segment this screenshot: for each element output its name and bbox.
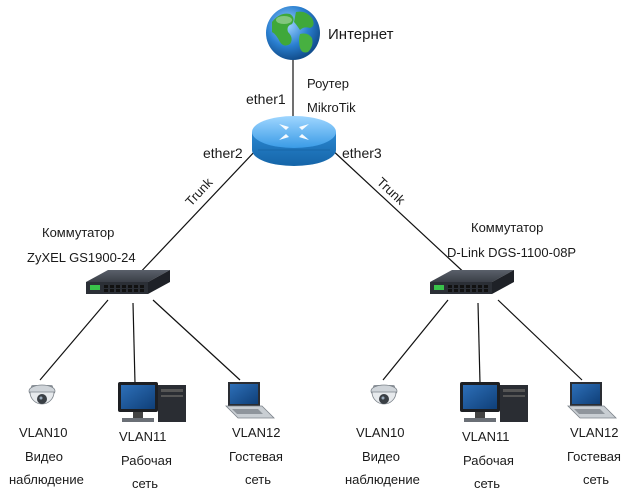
links xyxy=(39,60,583,384)
link-right-switch-laptop xyxy=(497,299,583,381)
right-vlan12-line1: Гостевая xyxy=(567,449,621,464)
trunk-label-right: Trunk xyxy=(374,174,409,208)
port-ether2: ether2 xyxy=(203,145,243,161)
right-vlan11-line1: Рабочая xyxy=(463,453,514,468)
left-vlan12-label: VLAN12 xyxy=(232,425,280,440)
right-switch-label-line2: D-Link DGS-1100-08P xyxy=(447,245,576,260)
left-vlan11-line1: Рабочая xyxy=(121,453,172,468)
link-right-switch-desktop xyxy=(477,302,481,384)
right-vlan12-line2: сеть xyxy=(583,472,609,487)
link-router-switch-right xyxy=(329,147,471,279)
right-vlan11-line2: сеть xyxy=(474,476,500,491)
desktop-icon xyxy=(118,382,186,422)
trunk-label-left: Trunk xyxy=(182,175,216,210)
laptop-icon xyxy=(225,382,275,419)
left-vlan10-line1: Видео xyxy=(25,449,63,464)
left-vlan10-line2: наблюдение xyxy=(9,472,84,487)
laptop-icon xyxy=(567,382,617,419)
camera-icon xyxy=(28,384,56,405)
globe-icon xyxy=(266,6,320,60)
switch-icon xyxy=(86,270,170,294)
camera-icon xyxy=(370,384,398,405)
router-label-line2: MikroTik xyxy=(307,100,356,115)
switch-icon xyxy=(430,270,514,294)
router-label-line1: Роутер xyxy=(307,76,349,91)
router-icon xyxy=(252,116,336,166)
left-vlan12-line2: сеть xyxy=(245,472,271,487)
port-ether1: ether1 xyxy=(246,91,286,107)
link-left-switch-desktop xyxy=(132,302,136,384)
right-vlan10-line2: наблюдение xyxy=(345,472,420,487)
port-ether3: ether3 xyxy=(342,145,382,161)
right-vlan10-line1: Видео xyxy=(362,449,400,464)
right-vlan10-label: VLAN10 xyxy=(356,425,404,440)
left-vlan11-label: VLAN11 xyxy=(119,429,166,444)
link-right-switch-camera xyxy=(382,299,449,381)
left-switch-label-line1: Коммутатор xyxy=(42,225,114,240)
right-switch-label-line1: Коммутатор xyxy=(471,220,543,235)
link-left-switch-camera xyxy=(39,299,109,381)
left-vlan11-line2: сеть xyxy=(132,476,158,491)
desktop-icon xyxy=(460,382,528,422)
left-switch-label-line2: ZyXEL GS1900-24 xyxy=(27,250,136,265)
link-left-switch-laptop xyxy=(152,299,241,381)
left-vlan12-line1: Гостевая xyxy=(229,449,283,464)
internet-label: Интернет xyxy=(328,26,394,43)
link-router-switch-left xyxy=(134,147,259,279)
right-vlan11-label: VLAN11 xyxy=(462,429,509,444)
right-vlan12-label: VLAN12 xyxy=(570,425,618,440)
left-vlan10-label: VLAN10 xyxy=(19,425,67,440)
